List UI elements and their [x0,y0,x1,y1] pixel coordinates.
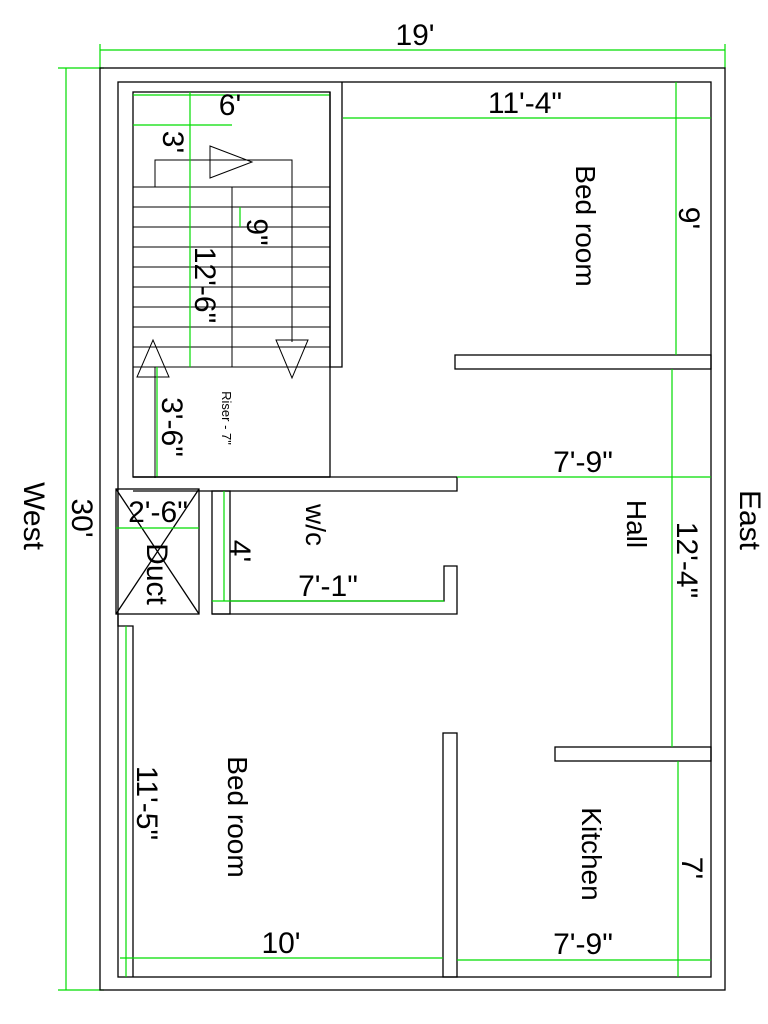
bedroom-top-depth-label: 9' [672,207,705,229]
hall-width-label: 7'-9" [553,446,613,479]
bedroom-bottom-depth-label: 11'-5" [130,766,163,840]
east-label: East [733,490,766,551]
wc [211,490,458,615]
kitchen-width-label: 7'-9" [553,928,613,961]
stair-flight-length-label: 12'-6" [188,247,221,323]
bedroom-bottom-width-label: 10' [261,927,300,960]
stair-landing-label: 3'-6" [155,397,188,457]
kitchen-label: Kitchen [576,807,607,900]
hall-label: Hall [621,500,652,548]
duct [115,488,200,615]
kitchen-depth-label: 7' [675,857,708,879]
duct-label: Duct [140,543,173,605]
hall [133,369,712,762]
stair-width-label: 6' [219,89,241,122]
stair-flight-width-label: 3' [156,131,189,153]
stair-tread-label: 9" [240,218,273,245]
wc-width-label: 7'-1" [298,570,358,603]
north-width-label: 19' [395,19,434,52]
bedroom-top-width-label: 11'-4" [488,87,562,120]
bedroom-bottom-label: Bed room [222,756,253,877]
stair-riser-label: Riser - 7" [219,391,234,445]
bedroom-top [329,82,712,370]
outer-walls [99,67,726,991]
bedroom-top-label: Bed room [570,165,601,286]
overall-dimensions [58,44,726,991]
wc-label: w/c [300,503,331,546]
west-label: West [17,482,50,550]
kitchen [457,761,711,977]
wc-depth-label: 4' [223,540,256,562]
bedroom-bottom [117,614,458,978]
hall-depth-label: 12'-4" [670,522,703,598]
duct-width-label: 2'-6" [128,496,188,529]
total-depth-label: 30' [65,498,98,537]
